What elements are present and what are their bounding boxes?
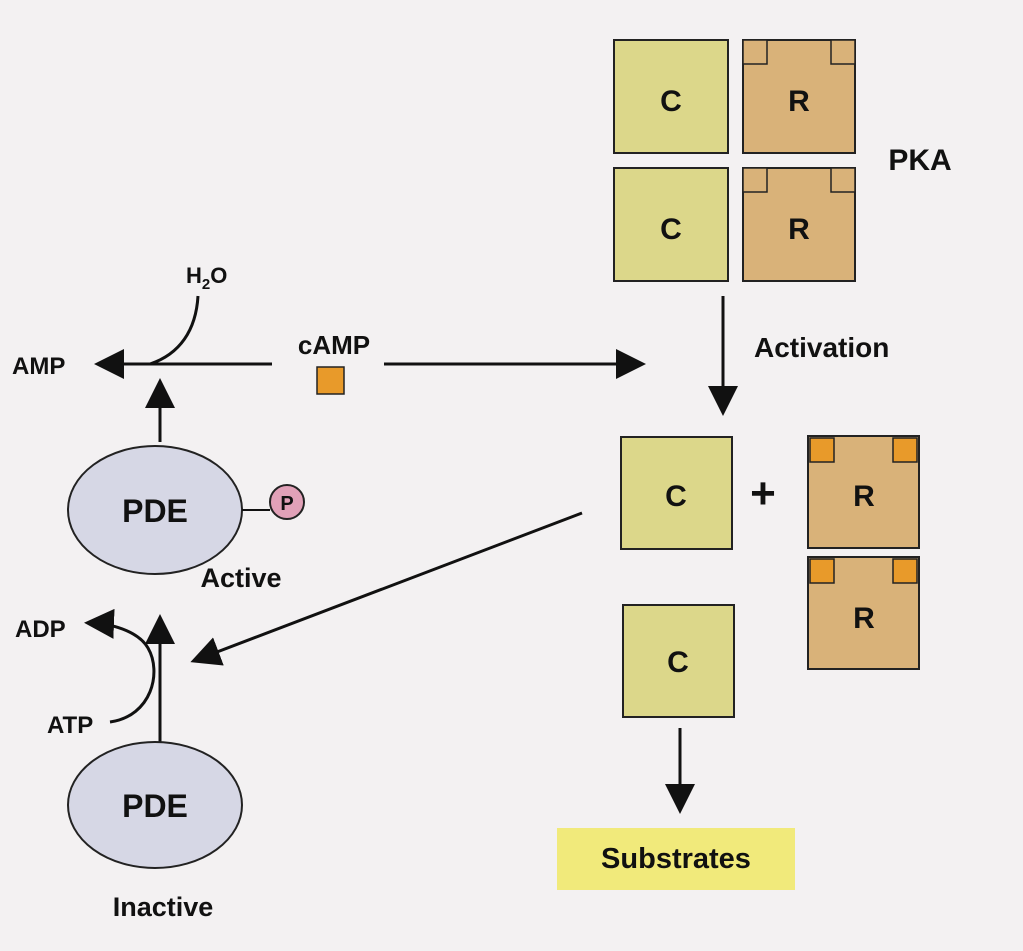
plus-sign: + — [750, 469, 776, 518]
camp-site — [830, 39, 856, 65]
free-catalytic-label-2: C — [667, 646, 689, 679]
bound-camp-square — [892, 558, 918, 584]
inactive-label: Inactive — [113, 892, 214, 922]
pka-catalytic-subunit-2 — [613, 167, 729, 282]
free-catalytic-label-1: C — [665, 480, 687, 513]
bound-camp-square — [892, 437, 918, 463]
active-label: Active — [200, 563, 281, 593]
bound-camp-square — [809, 437, 835, 463]
water-label: H2O — [186, 263, 227, 293]
pka-phosphorylation-arrow — [190, 511, 583, 666]
camp-site — [742, 39, 768, 65]
free-catalytic-subunit-2 — [622, 604, 735, 718]
phospho-circle — [269, 484, 305, 520]
atp-label: ATP — [47, 712, 93, 739]
camp-label: cAMP — [298, 330, 370, 360]
substrates-label: Substrates — [601, 843, 751, 875]
camp-square — [316, 366, 345, 395]
pde-active-label: PDE — [122, 493, 188, 529]
activation-label: Activation — [754, 332, 889, 363]
free-catalytic-subunit-1 — [620, 436, 733, 550]
phospho-label: P — [280, 493, 293, 515]
pka-holoenzyme: C R C R PKA — [613, 39, 952, 282]
camp-site — [830, 167, 856, 193]
amp-label: AMP — [12, 353, 65, 380]
adp-label: ADP — [15, 616, 66, 643]
bound-regulatory-label-1: R — [853, 480, 875, 513]
pde-inactive-ellipse — [67, 741, 243, 869]
water-input-curve — [149, 295, 200, 366]
dissociated-pka: C + R R C — [620, 435, 920, 718]
pka-catalytic-label-1: C — [660, 85, 682, 118]
camp-site — [742, 167, 768, 193]
pka-catalytic-label-2: C — [660, 213, 682, 246]
pka-catalytic-subunit-1 — [613, 39, 729, 154]
pka-regulatory-label-1: R — [788, 85, 810, 118]
bound-regulatory-label-2: R — [853, 602, 875, 635]
atp-to-adp-curve — [84, 608, 156, 724]
pka-label: PKA — [888, 144, 951, 177]
pde-inactive-label: PDE — [122, 788, 188, 824]
bound-camp-square — [809, 558, 835, 584]
pka-regulatory-label-2: R — [788, 213, 810, 246]
substrates-box — [557, 828, 795, 890]
